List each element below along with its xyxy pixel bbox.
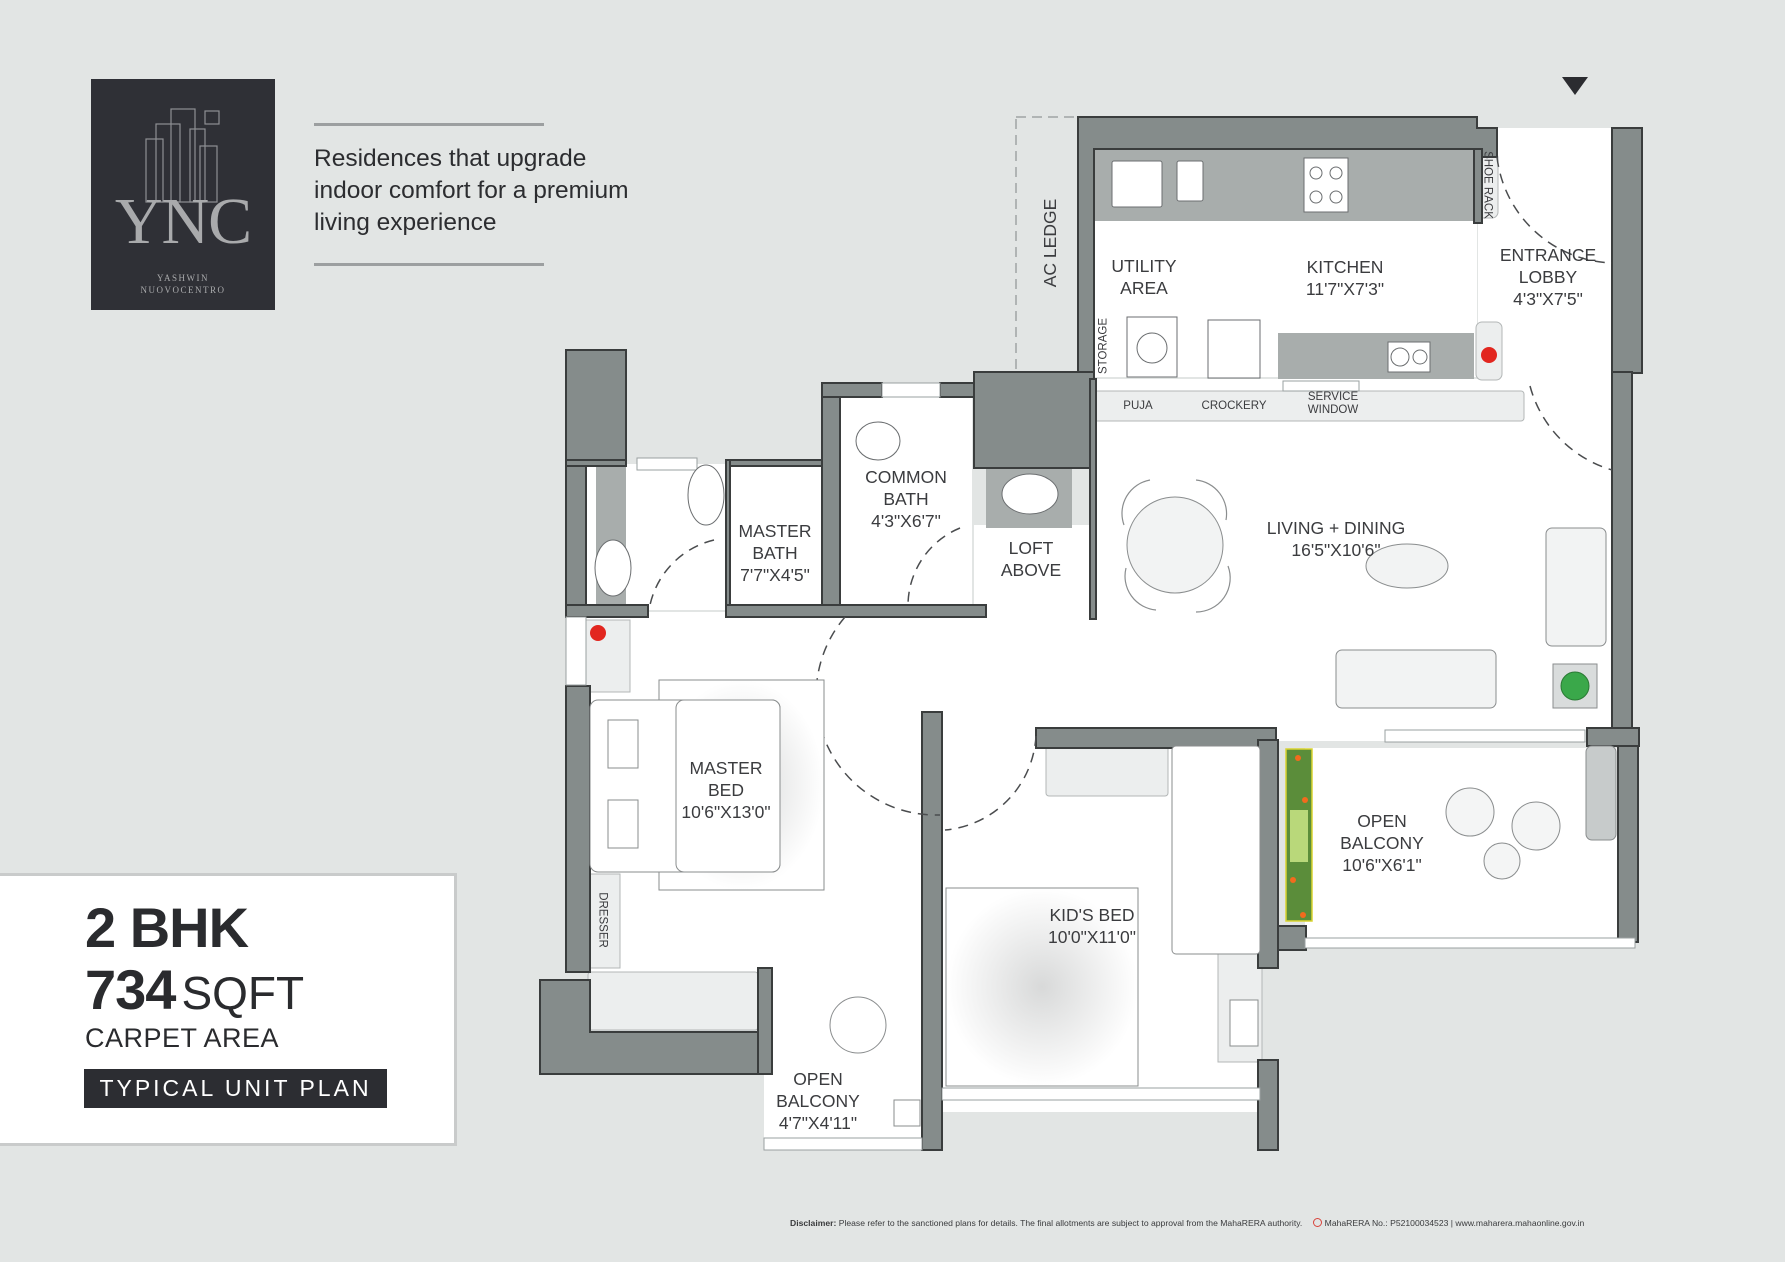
room-label-kids-bed: KID'S BED 10'0"X11'0" — [1048, 905, 1136, 947]
buildings-icon — [145, 108, 220, 203]
room-label-common-bath: COMMON BATH 4'3"X6'7" — [865, 467, 947, 531]
brand-logo: YNC YASHWIN NUOVOCENTRO — [91, 79, 275, 310]
room-label-living-dining: LIVING + DINING 16'5"X10'6" — [1266, 518, 1406, 560]
logo-subtitle-1: YASHWIN — [157, 273, 209, 283]
room-label-master-bath: MASTER BATH 7'7"X4'5" — [738, 521, 812, 585]
door-swings — [649, 156, 1613, 831]
room-dims-living-dining: 16'5"X10'6" — [1291, 540, 1381, 560]
tagline-bottom-rule — [314, 263, 544, 266]
entrance-arrow-icon — [1562, 77, 1588, 95]
room-dims-kitchen: 11'7"X7'3" — [1305, 279, 1385, 299]
room-dims-open-balcony-1: 10'6"X6'1" — [1342, 855, 1422, 875]
disclaimer: Disclaimer: Please refer to the sanction… — [790, 1218, 1584, 1228]
maharera-logo-icon — [1312, 1218, 1322, 1227]
logo-subtitle-2: NUOVOCENTRO — [140, 285, 226, 295]
fixture-label-dresser: DRESSER — [596, 892, 609, 948]
tagline: Residences that upgrade indoor comfort f… — [314, 143, 734, 239]
room-label-open-balcony-1: OPEN BALCONY 10'6"X6'1" — [1340, 811, 1424, 875]
walls — [539, 116, 1643, 1151]
room-label-ac-ledge: AC LEDGE — [1040, 198, 1060, 288]
unit-area-label: CARPET AREA — [85, 1023, 280, 1053]
room-dims-entrance-lobby: 4'3"X7'5" — [1513, 289, 1583, 309]
bath-fixtures — [594, 421, 1059, 597]
plan-type-badge: TYPICAL UNIT PLAN — [84, 1069, 387, 1108]
fixture-label-storage: STORAGE — [1097, 317, 1110, 375]
tagline-line-2: indoor comfort for a premium — [314, 177, 629, 204]
room-dims-kids-bed: 10'0"X11'0" — [1048, 927, 1136, 947]
living-furniture — [1126, 496, 1607, 709]
tagline-line-3: living experience — [314, 209, 497, 236]
tagline-top-rule — [314, 123, 544, 126]
room-dims-open-balcony-2: 4'7"X4'11" — [778, 1113, 858, 1133]
fixture-label-puja: PUJA — [1123, 400, 1153, 412]
tagline-line-1: Residences that upgrade — [314, 145, 587, 172]
rera-number: MahaRERA No.: P52100034523 | www.maharer… — [1324, 1218, 1585, 1228]
unit-type: 2 BHK — [85, 896, 249, 959]
balcony-furniture — [1445, 745, 1617, 880]
room-label-loft: LOFT ABOVE — [1000, 538, 1062, 580]
logo-wordmark: YNC — [114, 185, 252, 258]
unit-area-value: 734 — [85, 958, 176, 1021]
counters — [596, 149, 1474, 606]
unit-area-unit: SQFT — [181, 967, 305, 1019]
disclaimer-label: Disclaimer: — [790, 1218, 837, 1228]
room-label-open-balcony-2: OPEN BALCONY 4'7"X4'11" — [776, 1069, 860, 1133]
fixture-label-shoe-rack: SHOE RACK — [1481, 151, 1494, 219]
fixture-label-service-window: SERVICE WINDOW — [1307, 391, 1359, 416]
room-dims-master-bath: 7'7"X4'5" — [740, 565, 810, 585]
bedroom-furniture — [589, 679, 1261, 1127]
room-dims-master-bed: 10'6"X13'0" — [681, 802, 771, 822]
room-dims-common-bath: 4'3"X6'7" — [871, 511, 941, 531]
windows — [565, 380, 1636, 1151]
room-label-entrance-lobby: ENTRANCE LOBBY 4'3"X7'5" — [1499, 245, 1597, 309]
room-label-master-bed: MASTER BED 10'6"X13'0" — [681, 758, 771, 822]
dining-chairs — [1121, 479, 1231, 613]
room-label-utility: UTILITY AREA — [1111, 256, 1177, 298]
kitchen-fixtures — [1111, 157, 1431, 379]
room-label-kitchen: KITCHEN 11'7"X7'3" — [1305, 257, 1385, 299]
disclaimer-text: Please refer to the sanctioned plans for… — [838, 1218, 1303, 1228]
fixture-label-crockery: CROCKERY — [1201, 400, 1267, 412]
planter — [590, 347, 1497, 922]
